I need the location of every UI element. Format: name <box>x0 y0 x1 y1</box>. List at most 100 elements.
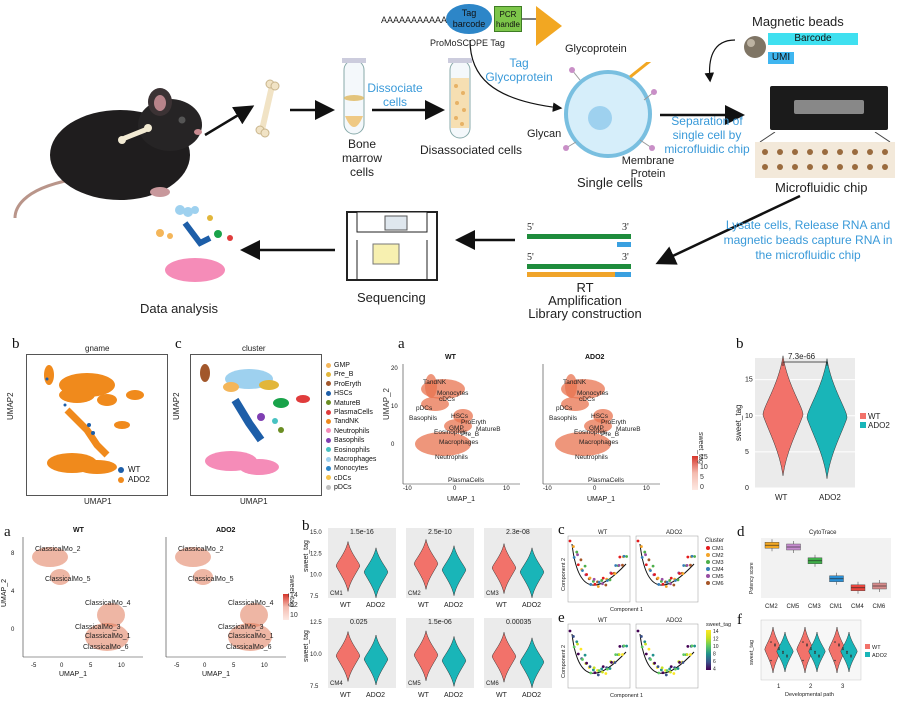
trajectory-point <box>660 666 664 670</box>
cluster-label: Neutrophils <box>575 454 609 461</box>
panel-c1-ylabel: UMAP2 <box>172 392 181 420</box>
jitter-point <box>850 654 852 657</box>
trajectory-point <box>579 647 583 651</box>
strand-green-2 <box>527 264 631 269</box>
facet-xtick: WT <box>418 692 430 699</box>
cluster-label: Basophils <box>409 415 438 422</box>
single-cell-icon <box>563 62 657 158</box>
trajectory-point <box>576 642 579 646</box>
xtick: 0 <box>453 486 457 492</box>
pcr-handle-box: PCR handle <box>494 6 522 32</box>
trajectory-point <box>593 671 597 675</box>
ylabel: sweet_tag <box>749 640 755 665</box>
trajectory-point <box>669 576 673 580</box>
trajectory-point <box>644 553 647 557</box>
trajectory-point <box>647 558 651 562</box>
jitter-point <box>770 659 772 662</box>
cluster-label: ClassicalMo_4 <box>85 600 131 607</box>
separation-label: Separation of single cell by microfluidi… <box>664 114 750 156</box>
cluster-label: ClassicalMo_3 <box>75 624 121 631</box>
panel-b1-letter: b <box>12 336 20 352</box>
panel-a1-title: ADO2 <box>585 354 605 361</box>
magnetic-beads-label: Magnetic beads <box>752 14 844 29</box>
legend-label: CM2 <box>712 553 724 559</box>
panel-c1-legend-item: pDCs <box>326 484 352 491</box>
panel-b1-xlabel: UMAP1 <box>84 497 112 506</box>
panel-a2-title: ADO2 <box>216 527 236 534</box>
chip-wells-icon <box>755 132 895 178</box>
legend-dot-icon <box>118 466 124 473</box>
jitter-point <box>838 643 840 645</box>
legend-swatch <box>865 652 870 657</box>
tag-triangle-icon <box>522 6 562 46</box>
legend-dot-icon <box>326 475 331 481</box>
violin-WT <box>762 355 804 476</box>
legend-label: pDCs <box>334 484 352 492</box>
panel-c1-legend-item: Neutrophils <box>326 428 369 435</box>
umap-cluster-mark <box>175 547 211 567</box>
umap-cluster-mark <box>97 603 125 627</box>
panel-b1-umap <box>44 365 144 474</box>
trajectory-point <box>681 661 685 664</box>
jitter-point <box>774 643 776 645</box>
trajectory-point <box>636 539 640 543</box>
trajectory-point <box>618 644 622 648</box>
cluster-label: ClassicalMo_2 <box>178 546 224 553</box>
trajectory-point <box>685 653 689 656</box>
trajectory-point <box>685 563 689 567</box>
jitter-point <box>842 647 844 649</box>
legend-dot-icon <box>326 466 331 472</box>
panel-a1-colorbar <box>692 456 698 490</box>
trajectory-point <box>600 579 604 582</box>
trajectory-point <box>610 660 613 664</box>
legend-swatch <box>860 413 866 419</box>
facet-pvalue: 1.5e-06 <box>428 619 452 626</box>
lysate-label: Lysate cells, Release RNA and magnetic b… <box>723 218 893 262</box>
legend-label: ADO2 <box>872 653 887 659</box>
trajectory-point <box>622 554 626 558</box>
traj-frame <box>635 623 699 689</box>
jitter-point <box>806 643 808 645</box>
jitter-point <box>818 654 820 657</box>
cluster-label: Macrophages <box>579 439 619 446</box>
facet-xtick: WT <box>340 602 352 609</box>
colorbar <box>706 630 711 670</box>
facet-name: CM5 <box>408 681 421 687</box>
trajectory-point <box>571 545 575 548</box>
legend-swatch <box>865 644 870 649</box>
facet-ytick: 12.5 <box>310 551 322 557</box>
umap-cluster-mark <box>444 419 472 433</box>
ytick: 10 <box>745 413 753 420</box>
panel-a1-xlabel: UMAP_1 <box>587 496 616 503</box>
legend-dot-icon <box>326 381 331 387</box>
panel-c1-legend-item: cDCs <box>326 475 351 482</box>
legend-label: Monocytes <box>334 465 368 473</box>
panel-c1-legend-item: MatureB <box>326 400 360 407</box>
ytick: 10 <box>391 404 398 410</box>
xtick: 1 <box>777 684 781 690</box>
panel-c1-legend-item: PlasmaCells <box>326 409 373 416</box>
trajectory-point <box>625 644 629 648</box>
legend-label: CM3 <box>712 560 724 566</box>
trajectory-point <box>693 555 697 558</box>
trajectory-point <box>617 653 621 656</box>
cluster-label: ClassicalMo_5 <box>45 576 91 583</box>
bone-marrow-label: Bone marrow cells <box>341 137 382 179</box>
barcode-box: Barcode <box>768 33 858 45</box>
trajectory-point <box>618 555 622 559</box>
five-prime-1: 5' <box>527 222 534 233</box>
xtick: -10 <box>543 486 552 492</box>
trajectory-point <box>613 572 617 575</box>
legend-dot-icon <box>326 419 331 425</box>
magnetic-bead-icon <box>744 36 766 58</box>
legend-label: WT <box>868 412 881 421</box>
bone-marrow-tube <box>342 58 366 135</box>
xtick: 10 <box>118 663 125 669</box>
cluster-label: pDCs <box>416 405 433 412</box>
xtick: CM3 <box>808 604 821 610</box>
trajectory-point <box>653 661 657 665</box>
colorbar-title: sweet_tag <box>706 622 731 628</box>
trajectory-point <box>575 640 579 644</box>
